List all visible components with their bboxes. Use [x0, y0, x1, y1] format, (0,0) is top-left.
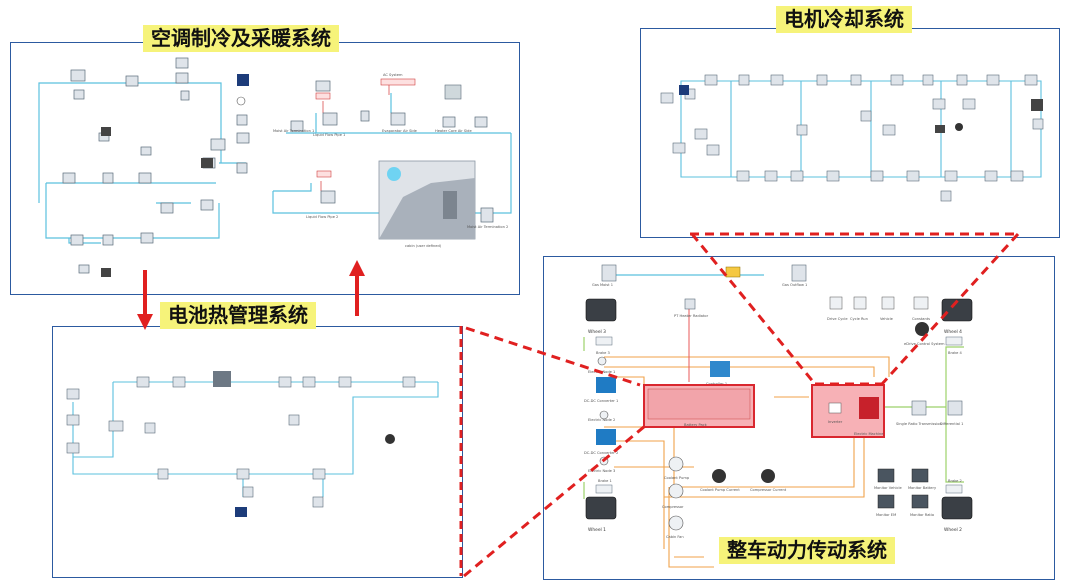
dcdc-1-label: DC-DC Converter 1: [584, 399, 618, 403]
brake-2-label: Brake 2: [948, 479, 962, 483]
coolant-pump-current-label: Coolant Pump Current: [700, 488, 740, 492]
wheel-1-label: Wheel 1: [588, 527, 606, 533]
coolant-pump-label: Coolant Pump: [664, 476, 690, 480]
liquid-pipe-1-label: Liquid Flow Pipe 1: [313, 133, 345, 137]
powertrain-panel: Wheel 3 Wheel 4 Wheel 1 Wheel 2 Gas Mois…: [543, 256, 1055, 580]
powertrain-title: 整车动力传动系统: [719, 537, 895, 564]
electric-node-3-label: Electric Node 3: [588, 469, 615, 473]
transmission-label: Single Ratio Transmission: [896, 422, 942, 426]
wheel-4-label: Wheel 4: [944, 329, 962, 335]
ptc-heater-label: PT Heater Radiator: [674, 314, 709, 318]
vehicle-label: Vehicle: [880, 317, 894, 321]
brake-3-label: Brake 3: [596, 351, 610, 355]
dcdc-2-label: DC-DC Converter 2: [584, 451, 618, 455]
monitor-vehicle-label: Monitor Vehicle: [874, 486, 902, 490]
gas-outflow-label: Gas Outflow 1: [782, 283, 807, 287]
wheel-3-label: Wheel 3: [588, 329, 606, 335]
motor-cooling-title: 电机冷却系统: [776, 6, 912, 33]
electric-node-2-label: Electric Node 2: [588, 418, 615, 422]
constants-label: Constants: [912, 317, 930, 321]
brake-1-label: Brake 1: [598, 479, 612, 483]
liquid-pipe-2-label: Liquid Flow Pipe 2: [306, 215, 338, 219]
wheel-2-label: Wheel 2: [944, 527, 962, 533]
battery-panel: [52, 326, 463, 578]
ecs-label: eDrive Control System: [904, 342, 945, 346]
heater-core-label: Heater Core Air Side: [435, 129, 472, 133]
moist-air-1-label: Moist Air Termination 1: [273, 129, 314, 133]
moist-air-2-label: Moist Air Termination 2: [467, 225, 508, 229]
hvac-panel: cabin (user defined) AC System Liquid Fl…: [10, 42, 520, 295]
drive-cycle-label: Drive Cycle: [827, 317, 848, 321]
hvac-title: 空调制冷及采暖系统: [143, 25, 339, 52]
gas-moist-label: Gas Moist 1: [592, 283, 613, 287]
compressor-current-label: Compressor Current: [750, 488, 787, 492]
ac-system-label: AC System: [383, 73, 403, 77]
motor-cooling-panel: [640, 28, 1060, 238]
electric-machine-label: Electric Machine: [854, 432, 884, 436]
electric-node-1-label: Electric Node 1: [588, 370, 615, 374]
battery-title: 电池热管理系统: [160, 302, 316, 329]
monitor-battery-label: Monitor Battery: [908, 486, 937, 490]
brake-4-label: Brake 4: [948, 351, 962, 355]
compressor-label: Compressor: [662, 505, 684, 509]
battery-pack-label: Battery Pack: [684, 423, 708, 427]
cabin-label: cabin (user defined): [405, 244, 442, 248]
powertrain-diagram: Wheel 3 Wheel 4 Wheel 1 Wheel 2 Gas Mois…: [583, 264, 973, 568]
differential-label: Differential 1: [940, 422, 963, 426]
cabin-fan-label: Cabin Fan: [666, 535, 684, 539]
evaporator-label: Evaporator Air Side: [382, 129, 418, 133]
cycle-run-label: Cycle Run: [850, 317, 868, 321]
hvac-diagram: cabin (user defined) AC System Liquid Fl…: [38, 57, 512, 277]
battery-diagram: [66, 371, 439, 517]
monitor-ratio-label: Monitor Ratio: [910, 513, 934, 517]
inverter-label: Inverter: [828, 420, 843, 424]
monitor-em-label: Monitor EM: [876, 513, 896, 517]
motor-cooling-diagram: [660, 74, 1044, 202]
